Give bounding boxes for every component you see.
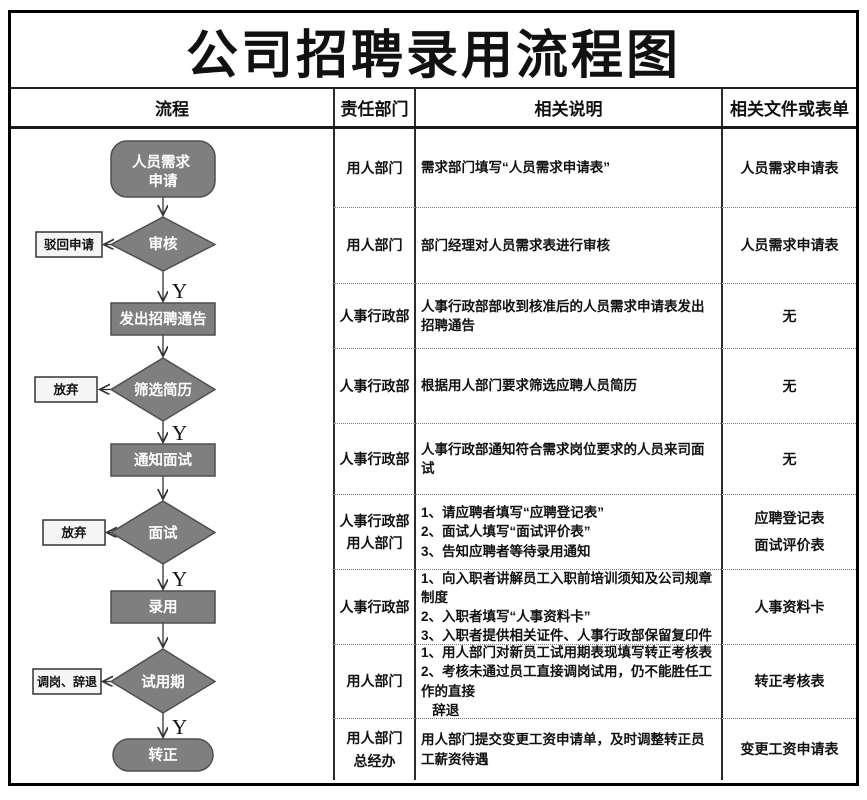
branch-abandon-box-1 xyxy=(34,376,98,403)
dept-cell-1: 用人部门 xyxy=(333,129,416,207)
dept-cell-6: 人事行政部 用人部门 xyxy=(333,494,416,569)
table-header: 流程 责任部门 相关说明 相关文件或表单 xyxy=(11,89,856,129)
forms-cell-5: 无 xyxy=(721,423,856,494)
flowchart-column: Y Y Y Y 人员需求 申请 审核 驳回申请 发出招聘通告 xyxy=(11,129,333,780)
node-notify-interview-label: 通知面试 xyxy=(134,451,192,469)
node-recruitment-notice xyxy=(110,302,216,336)
document-frame: 公司招聘录用流程图 流程 责任部门 相关说明 相关文件或表单 xyxy=(8,10,859,786)
forms-cell-7: 人事资料卡 xyxy=(721,569,856,644)
yes-label-interview: Y xyxy=(172,567,187,591)
node-hire xyxy=(110,590,216,624)
node-notify-interview xyxy=(110,443,216,477)
table-body: Y Y Y Y 人员需求 申请 审核 驳回申请 发出招聘通告 xyxy=(11,129,856,780)
branch-transfer-dismiss-label: 调岗、辞退 xyxy=(37,674,97,689)
page-title: 公司招聘录用流程图 xyxy=(185,26,681,85)
branch-transfer-dismiss-box xyxy=(32,668,102,695)
forms-cell-1: 人员需求申请表 xyxy=(721,129,856,207)
branch-abandon-box-2 xyxy=(42,519,106,546)
dept-cell-9: 用人部门 总经办 xyxy=(333,718,416,780)
branch-abandon-label-1: 放弃 xyxy=(52,382,79,397)
title-bar: 公司招聘录用流程图 xyxy=(11,13,856,89)
desc-cell-7: 1、向入职者讲解员工入职前培训须知及公司规章制度 2、入职者填写“人事资料卡” … xyxy=(416,569,721,644)
dept-cell-7: 人事行政部 xyxy=(333,569,416,644)
node-hire-label: 录用 xyxy=(149,599,178,616)
flowchart: Y Y Y Y 人员需求 申请 审核 驳回申请 发出招聘通告 xyxy=(32,140,217,772)
yes-label-review: Y xyxy=(172,279,187,303)
node-interview-decision xyxy=(109,500,217,565)
header-department: 责任部门 xyxy=(333,89,416,126)
dept-cell-8: 用人部门 xyxy=(333,644,416,718)
forms-cell-8: 转正考核表 xyxy=(721,644,856,718)
desc-cell-5: 人事行政部通知符合需求岗位要求的人员来司面试 xyxy=(416,423,721,494)
dept-cell-4: 人事行政部 xyxy=(333,348,416,423)
desc-cell-3: 人事行政部部收到核准后的人员需求申请表发出招聘通告 xyxy=(416,283,721,348)
forms-cell-4: 无 xyxy=(721,348,856,423)
dept-cell-5: 人事行政部 xyxy=(333,423,416,494)
forms-cell-2: 人员需求申请表 xyxy=(721,207,856,283)
desc-cell-4: 根据用人部门要求筛选应聘人员简历 xyxy=(416,348,721,423)
header-documents: 相关文件或表单 xyxy=(721,89,856,126)
node-recruitment-notice-label: 发出招聘通告 xyxy=(119,310,207,328)
node-personnel-request-label: 人员需求 申请 xyxy=(132,153,194,190)
branch-reject-label: 驳回申请 xyxy=(44,237,95,252)
branch-abandon-label-2: 放弃 xyxy=(60,525,87,540)
branch-reject-box xyxy=(35,231,103,258)
node-regular-employment-label: 转正 xyxy=(149,746,178,764)
header-process: 流程 xyxy=(155,100,189,119)
node-screen-resumes-label: 筛选简历 xyxy=(134,381,192,399)
header-description: 相关说明 xyxy=(534,100,603,119)
forms-cell-9: 变更工资申请表 xyxy=(721,718,856,780)
forms-cell-6: 应聘登记表 面试评价表 xyxy=(721,494,856,569)
node-review-decision xyxy=(109,216,217,272)
desc-cell-1: 需求部门填写“人员需求申请表” xyxy=(421,160,610,176)
node-interview-label: 面试 xyxy=(149,524,178,542)
node-screen-resumes-decision xyxy=(109,357,217,422)
node-regular-employment xyxy=(112,738,214,772)
node-probation-decision xyxy=(109,648,217,714)
node-review-label: 审核 xyxy=(149,235,178,253)
desc-cell-6: 1、请应聘者填写“应聘登记表” 2、面试人填写“面试评价表” 3、告知应聘者等待… xyxy=(416,494,721,569)
desc-cell-8: 1、用人部门对新员工试用期表现填写转正考核表 2、考核未通过员工直接调岗试用，仍… xyxy=(416,644,721,718)
node-personnel-request xyxy=(110,140,216,198)
node-probation-label: 试用期 xyxy=(141,673,185,691)
forms-cell-3: 无 xyxy=(721,283,856,348)
desc-cell-2: 部门经理对人员需求表进行审核 xyxy=(416,207,721,283)
dept-cell-3: 人事行政部 xyxy=(333,283,416,348)
desc-cell-9: 用人部门提交变更工资申请单，及时调整转正员工薪资待遇 xyxy=(416,718,721,780)
dept-cell-2: 用人部门 xyxy=(333,207,416,283)
yes-label-probation: Y xyxy=(172,715,187,739)
yes-label-screen: Y xyxy=(172,421,187,445)
